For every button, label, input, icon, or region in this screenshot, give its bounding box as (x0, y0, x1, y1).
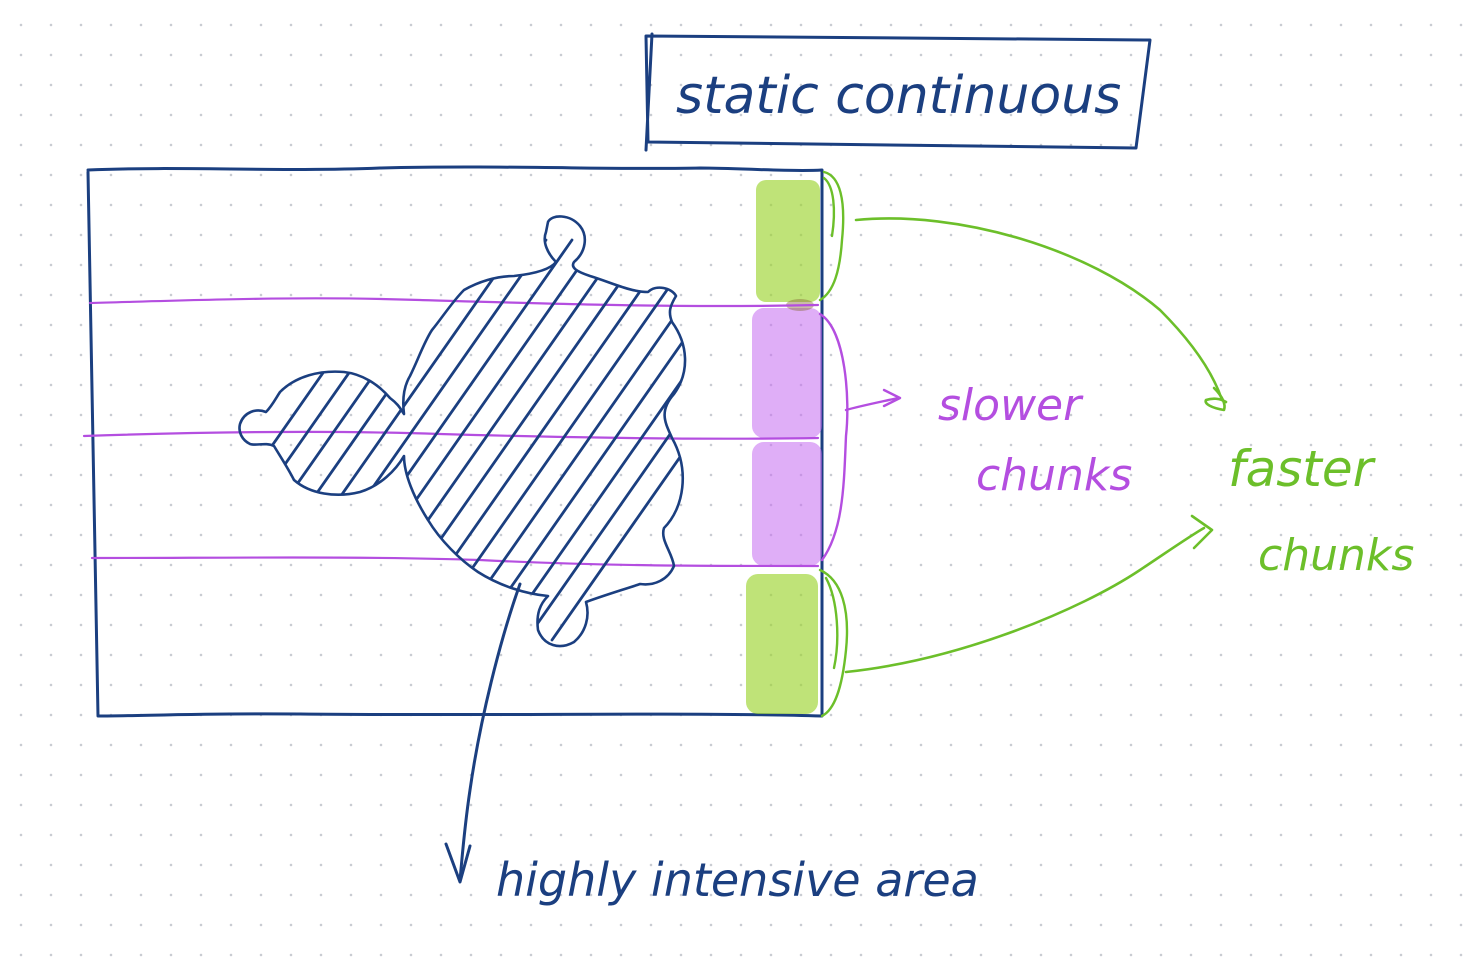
title-box: static continuous (644, 32, 1152, 152)
slower-label: slower chunks (938, 380, 1132, 501)
faster-chunk-highlight (746, 574, 818, 714)
chunk-braces (818, 170, 849, 718)
slower-label-line1: slower (938, 380, 1084, 431)
slower-arrow (844, 388, 902, 412)
faster-label-line2: chunks (1258, 530, 1414, 581)
faster-label-line1: faster (1228, 440, 1377, 498)
slower-chunk-highlight (752, 308, 822, 438)
main-rectangle (86, 165, 824, 718)
slower-chunk-highlight (752, 442, 822, 566)
intensive-area-arrow (444, 582, 522, 884)
faster-label: faster chunks (1228, 440, 1414, 581)
faster-arrows (844, 217, 1228, 674)
chunk-boundaries (82, 297, 820, 568)
title-label: static continuous (676, 66, 1121, 126)
chunk-highlights (746, 180, 822, 714)
mandelbrot-set-shape (238, 215, 687, 648)
intensive-area-label-group: highly intensive area (496, 853, 979, 907)
faster-chunk-highlight (756, 180, 820, 302)
intensive-area-label: highly intensive area (496, 853, 979, 907)
slower-label-line2: chunks (976, 450, 1132, 501)
